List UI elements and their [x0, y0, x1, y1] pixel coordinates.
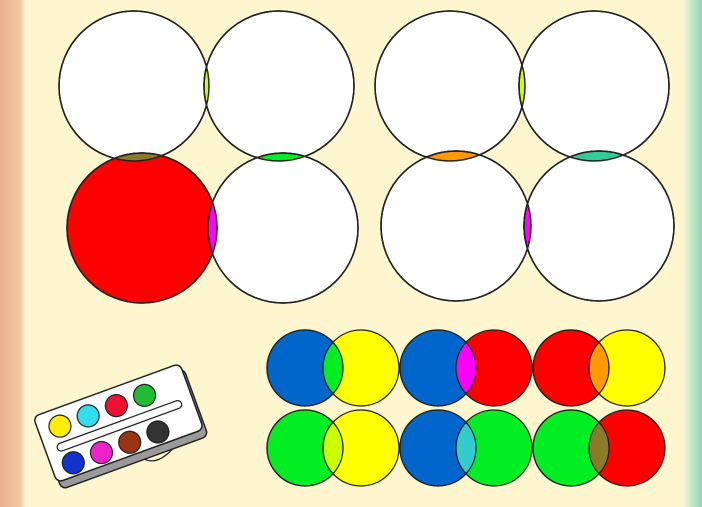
mixing-pair — [267, 410, 399, 486]
left-circle-top-left — [59, 11, 209, 161]
left-circle-top-right — [204, 11, 354, 161]
mixing-pair — [267, 330, 399, 406]
mixing-pair — [400, 410, 532, 486]
right-circle-bottom-left — [381, 151, 531, 301]
left-circle-bottom-right — [208, 153, 358, 303]
right-circle-bottom-right — [524, 151, 674, 301]
left-four-circle-diagram — [59, 11, 358, 303]
mixing-pair — [400, 330, 532, 406]
right-four-circle-diagram — [375, 11, 674, 301]
color-mixing-pairs — [267, 330, 665, 486]
mixing-pair — [533, 330, 665, 406]
right-circle-top-left — [375, 11, 525, 161]
paint-palette-icon — [33, 363, 210, 495]
right-circle-top-right — [519, 11, 669, 161]
left-circle-bottom-left-filled — [67, 153, 217, 303]
mixing-pair — [533, 410, 665, 486]
